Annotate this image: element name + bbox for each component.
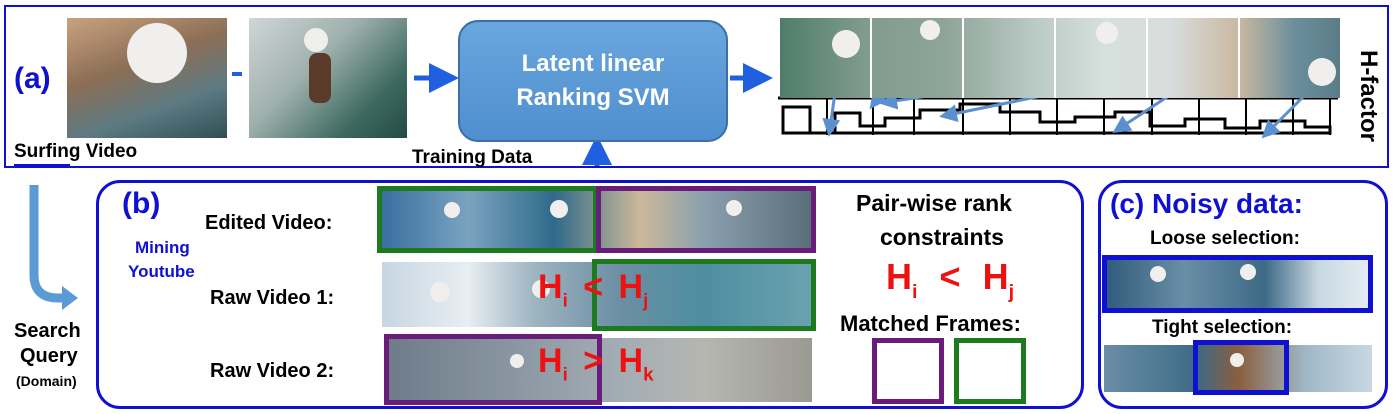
tight-selection-strip [1104, 345, 1372, 392]
row-label-edited: Edited Video: [205, 212, 333, 234]
tight-selection-box [1193, 340, 1289, 395]
pairwise-line1: Pair-wise rank [856, 190, 1012, 216]
panel-c-label: (c) Noisy data: [1110, 188, 1303, 219]
row-label-raw1: Raw Video 1: [210, 287, 335, 309]
panel-a-label: (a) [14, 62, 51, 95]
raw1-green-box [592, 259, 816, 331]
frame-connector [232, 72, 242, 76]
constraint-1: Hi < Hj [538, 268, 649, 311]
mining-line2: Youtube [128, 262, 195, 281]
output-frames-strip [780, 18, 1340, 98]
raw-video-1-strip [382, 262, 812, 327]
constraint-2: Hi > Hk [538, 342, 654, 385]
pairwise-line2: constraints [880, 224, 1004, 250]
edited-purple-box [596, 186, 816, 253]
svm-line2: Ranking SVM [516, 84, 670, 111]
raw2-purple-box [384, 334, 602, 405]
panel-b-border [96, 180, 1084, 409]
matched-green-box [954, 338, 1026, 404]
svm-line1: Latent linear [521, 50, 665, 77]
search-line1: Search [14, 320, 81, 342]
matched-frames-label: Matched Frames: [840, 311, 1021, 336]
hfactor-step-plot [781, 102, 1332, 135]
surfing-video-caption: Surfing Video [14, 141, 138, 162]
surf-frame-1 [67, 18, 227, 138]
surf-frame-2 [249, 18, 407, 138]
ranking-svm-box: Latent linear Ranking SVM [458, 20, 728, 142]
training-data-caption: Training Data [412, 147, 533, 168]
pairwise-formula: Hi < Hj [886, 256, 1015, 303]
search-line3: (Domain) [16, 373, 77, 389]
loose-selection-strip [1104, 258, 1372, 310]
hfactor-label: H-factor [1355, 49, 1382, 142]
mining-line1: Mining [135, 238, 190, 257]
edited-green-box [377, 186, 598, 253]
search-curve-arrow [29, 185, 78, 310]
caption-underline [14, 164, 70, 167]
matched-purple-box [872, 338, 944, 404]
row-label-raw2: Raw Video 2: [210, 360, 335, 382]
loose-selection-label: Loose selection: [1150, 228, 1300, 249]
loose-selection-box [1102, 255, 1373, 313]
panel-b-label: (b) [122, 187, 161, 220]
panel-c-border [1098, 180, 1388, 409]
tight-selection-label: Tight selection: [1152, 317, 1293, 338]
search-line2: Query [20, 345, 78, 367]
panel-a-border [4, 5, 1389, 168]
